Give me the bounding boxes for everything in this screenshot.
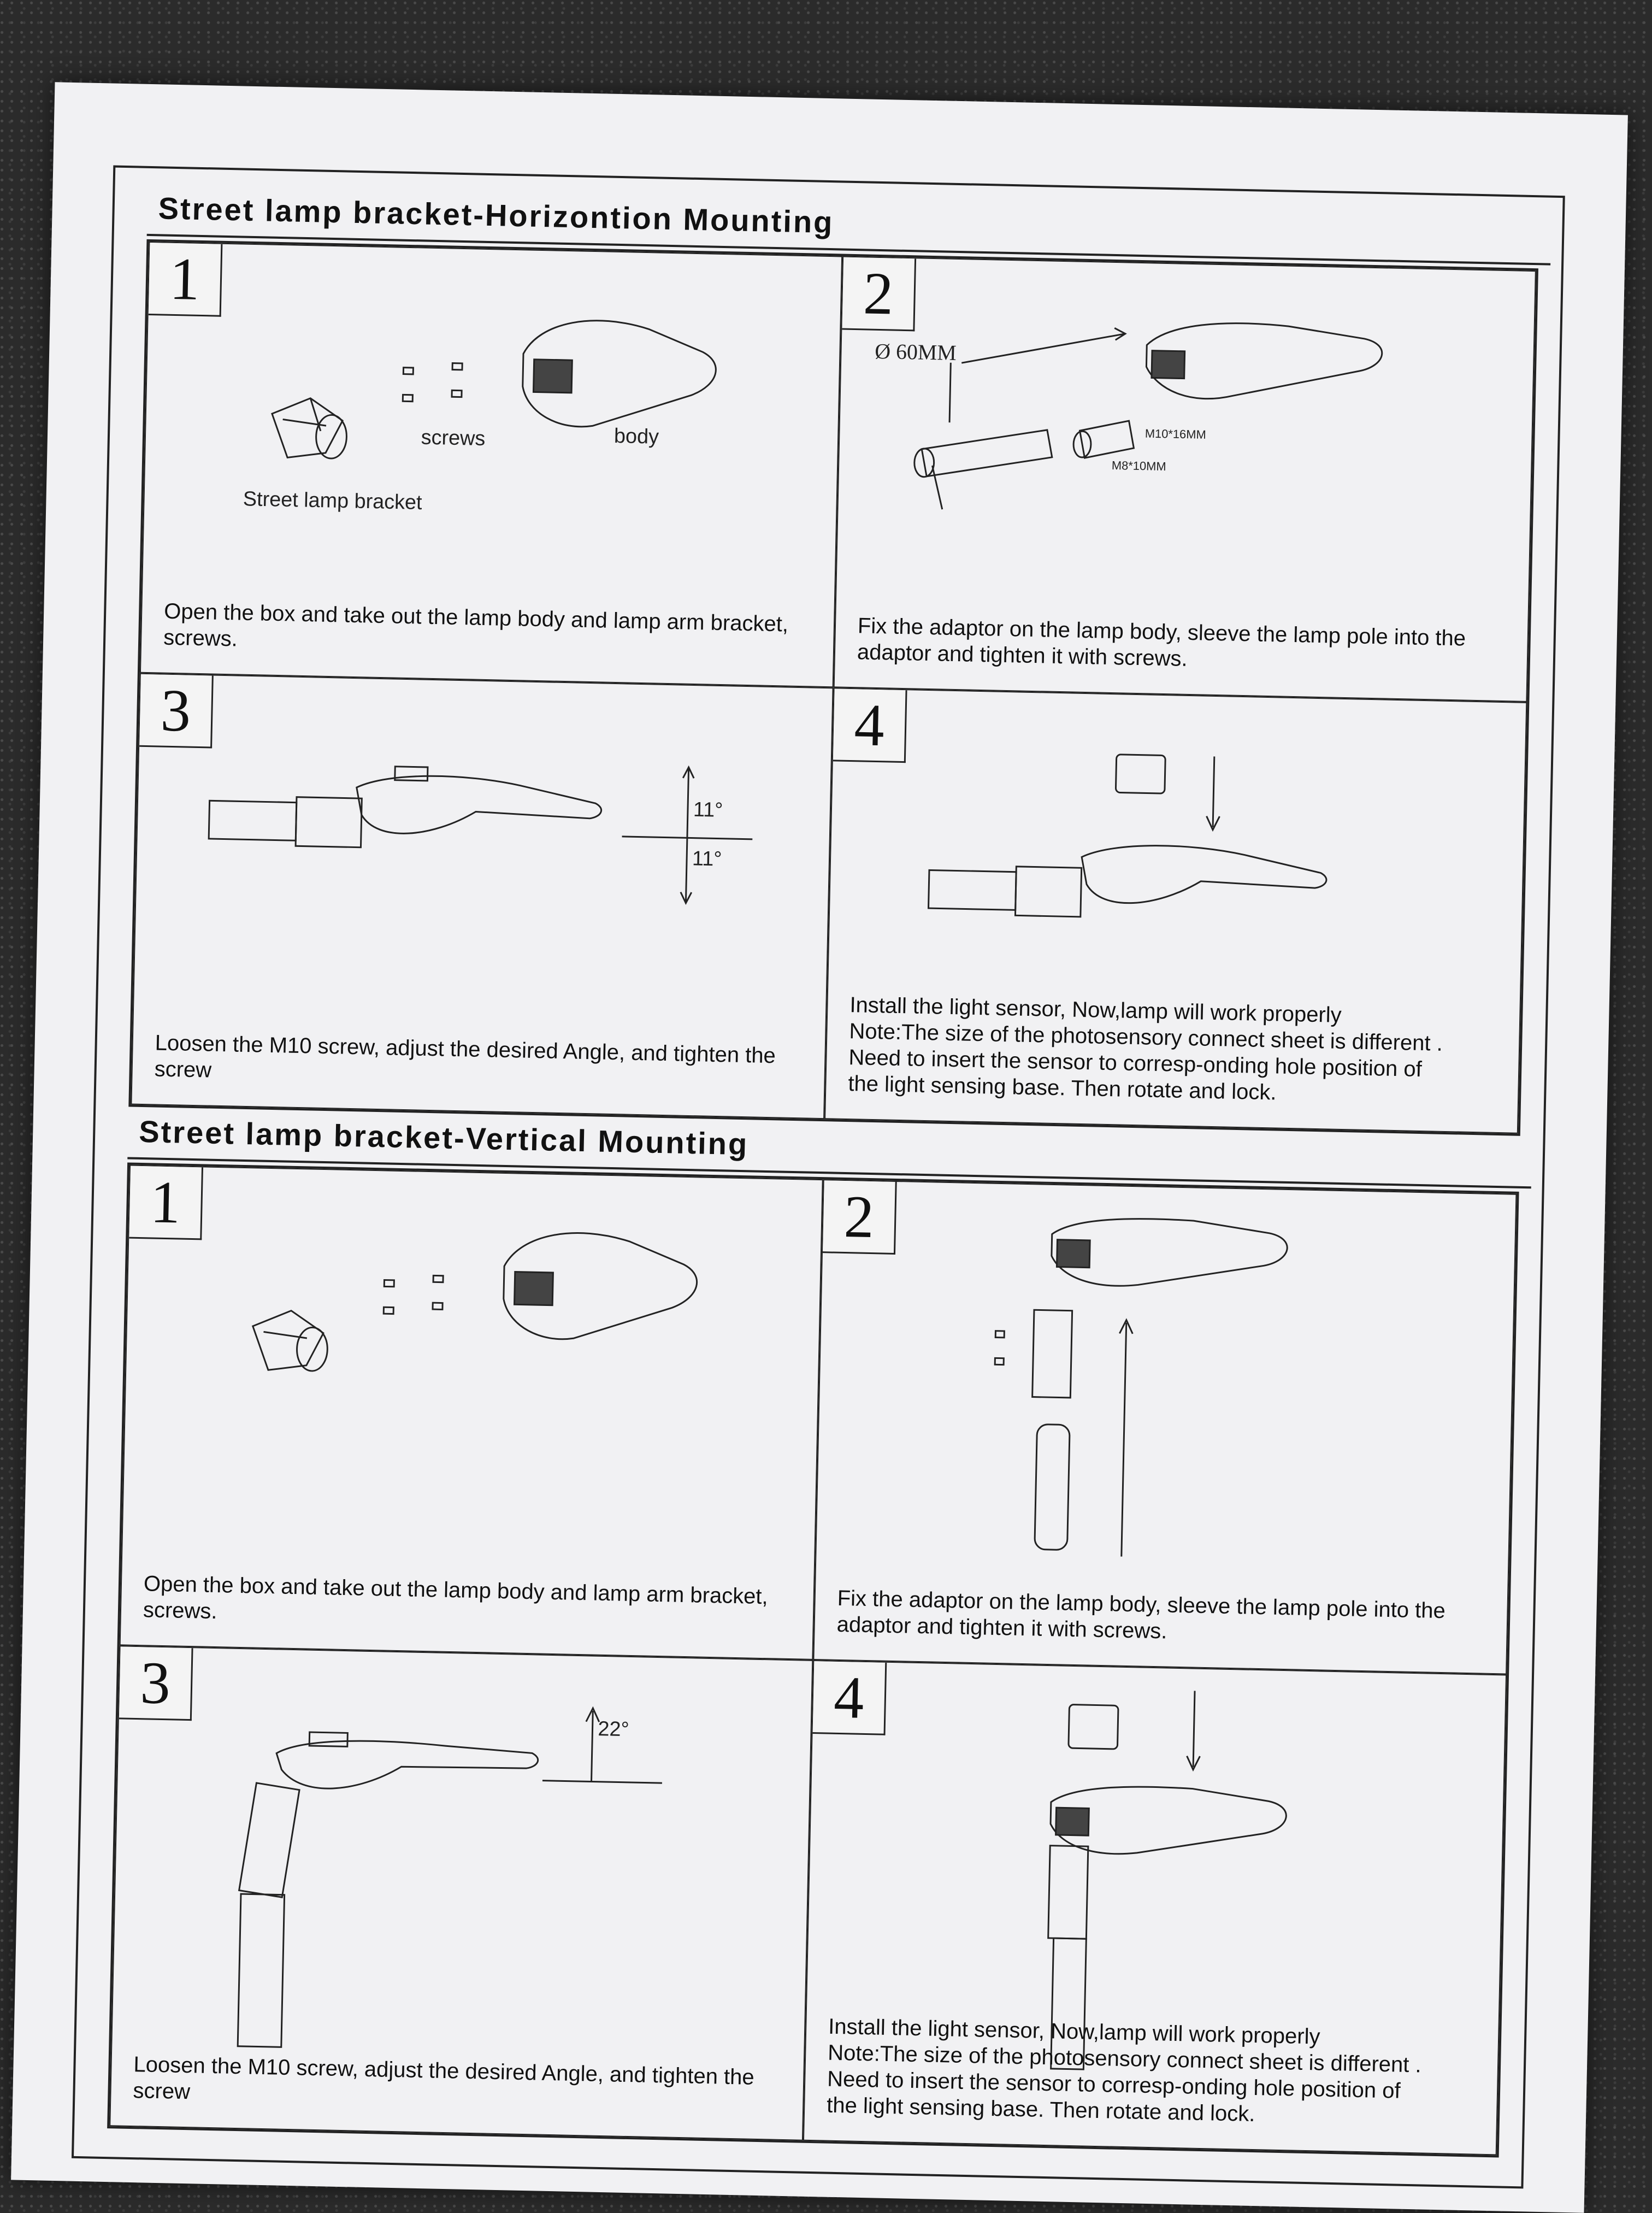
arrow-icon [1192,1691,1196,1767]
lamp-body-icon [503,1232,698,1340]
m10-screw-label: M10*16MM [1145,427,1206,442]
pole-icon [927,869,1017,911]
arrow-icon [1120,1322,1128,1557]
pole-icon [921,429,1053,478]
lamp-body-icon [356,775,603,834]
angle-up-label: 11° [693,798,723,822]
light-sensor-icon [1067,1704,1119,1750]
step-caption: Install the light sensor, Now,lamp will … [826,2014,1422,2127]
pole-icon [1050,1937,1087,2070]
vertical-step-3: 3 22° Loosen the M10 screw, adjust the d [109,1645,813,2141]
angle-down-label: 11° [692,847,722,870]
lamp-body-icon [522,320,717,428]
illustration-vertical-sensor [1047,1691,1287,2070]
lamp-body-icon [1051,1218,1288,1287]
arrow-icon [961,333,1126,364]
m8-screw-label: M8*10MM [1112,458,1166,473]
body-label: body [614,425,659,449]
screws-label: screws [421,426,485,450]
screw-icons [382,1274,444,1315]
horizontal-step-4: 4 Install the light sensor, Now,lamp wil… [824,687,1527,1134]
arrow-icon [1212,756,1216,827]
section-title-horizontal: Street lamp bracket-Horizontion Mounting [158,191,835,240]
step-caption: Install the light sensor, Now,lamp will … [847,993,1443,1105]
vertical-step-4: 4 Install the light sensor, Now,lamp wil… [803,1659,1507,2156]
illustration-adaptor-fit: Ø 60MM M10*16MM M8*10MM [875,322,1383,510]
lamp-body-icon [1049,1786,1287,1855]
bracket-label: Street lamp bracket [243,487,422,514]
adaptor-icon [1047,1845,1089,1940]
instruction-sheet: Street lamp bracket-Horizontion Mounting… [11,82,1628,2213]
illustration-sensor-install [927,754,1328,918]
horizontal-step-1: 1 screws body Street lamp bra [139,241,843,688]
adaptor-icon [1031,1309,1073,1399]
lamp-body-icon [1081,845,1328,904]
angle-axis [685,767,690,903]
illustration-vertical-adaptor [994,1218,1288,1557]
sheet-frame: Street lamp bracket-Horizontion Mounting… [71,165,1565,2189]
vertical-mounting-section: 1 Open the box and take out the l [107,1162,1519,2158]
vertical-step-1: 1 Open the box and take out the l [119,1164,823,1660]
angle-label: 22° [598,1717,629,1741]
bracket-icon [251,1309,324,1371]
screw-icons [402,362,463,403]
illustration-unboxed-parts: screws body Street lamp bracket [243,320,717,514]
arrow-icon [931,465,943,510]
bracket-icon [271,397,344,458]
illustration-angle-adjust: 11° 11° [208,765,753,905]
diameter-label: Ø 60MM [875,339,957,365]
pole-icon [237,1893,286,2048]
light-sensor-icon [1114,754,1166,794]
pole-icon [208,799,298,841]
adaptor-icon [238,1782,300,1898]
screw-icons [994,1330,1005,1366]
horizontal-mounting-section: 1 screws body Street lamp bra [128,239,1538,1136]
lamp-body-icon [275,1740,539,1790]
horizontal-step-2: 2 Ø 60MM M10*16MM [833,256,1536,702]
lamp-body-icon [1145,322,1383,400]
angle-arrow [591,1711,594,1782]
vertical-step-2: 2 Fix the adaptor on t [813,1179,1517,1675]
section-title-vertical: Street lamp bracket-Vertical Mounting [138,1114,749,1162]
illustration-unboxed-parts [251,1232,698,1372]
adaptor-icon [1078,420,1135,459]
pole-icon [1034,1423,1071,1551]
horizontal-step-3: 3 11° 11° Loosen [131,673,834,1120]
illustration-vertical-angle: 22° [237,1706,662,2048]
